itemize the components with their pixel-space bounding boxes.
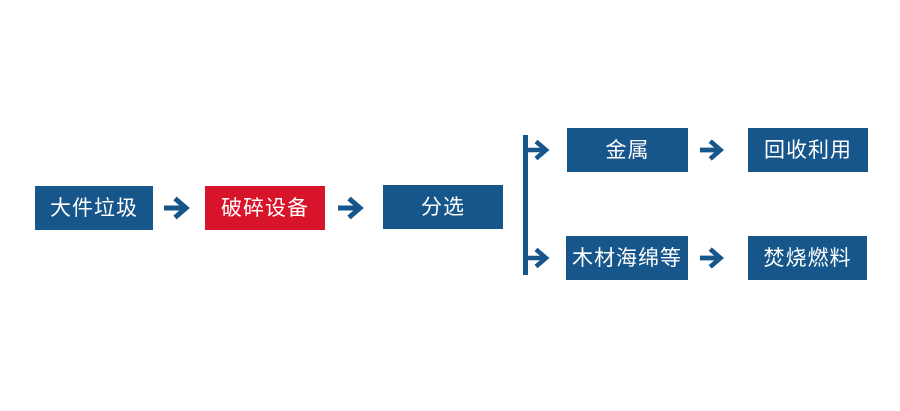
- branch-arrow-right-icon: [526, 247, 552, 269]
- node-wood-sponge: 木材海绵等: [566, 236, 688, 280]
- branch-arrow-right-icon: [526, 139, 552, 161]
- branch-connector-line: [523, 135, 528, 275]
- node-crushing-equipment: 破碎设备: [205, 186, 325, 230]
- arrow-right-icon: [163, 196, 193, 220]
- node-metal: 金属: [567, 128, 688, 172]
- arrow-right-icon: [337, 196, 367, 220]
- arrow-right-icon: [699, 138, 727, 162]
- arrow-right-icon: [699, 246, 727, 270]
- node-recycling: 回收利用: [748, 128, 868, 172]
- node-sorting: 分选: [383, 185, 503, 229]
- node-incineration-fuel: 焚烧燃料: [748, 236, 867, 280]
- node-bulky-waste: 大件垃圾: [35, 186, 153, 230]
